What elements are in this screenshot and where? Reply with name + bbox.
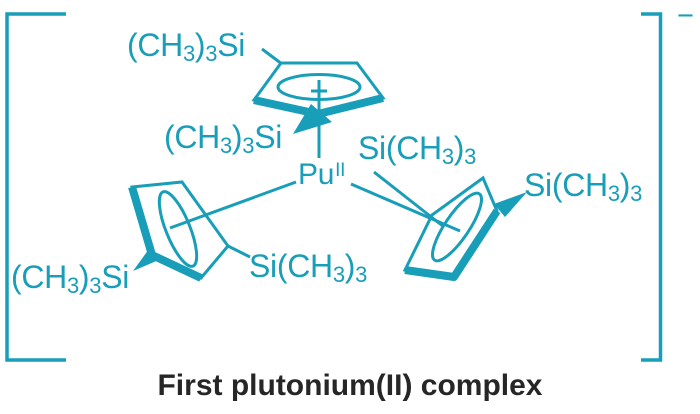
bracket-left: [5, 12, 66, 362]
metal-center-label: PuII: [298, 160, 345, 190]
cp-ring-top: [251, 47, 386, 158]
label-text: (CH: [127, 27, 183, 63]
substituent-label-top-left: (CH3)3Si: [127, 27, 246, 65]
label-subscript: 3: [66, 273, 79, 299]
bracket-right: [641, 12, 663, 362]
metal-symbol: Pu: [298, 158, 335, 191]
label-subscript: 3: [464, 144, 477, 170]
cp-ring-left: [128, 180, 297, 282]
ring-ellipse: [431, 191, 483, 263]
label-text: ): [194, 27, 206, 63]
label-subscript: 3: [242, 133, 255, 159]
label-text: ): [619, 167, 631, 203]
label-subscript: 3: [441, 144, 454, 170]
label-text: ): [78, 259, 90, 295]
ring-bold-edge: [404, 208, 501, 281]
label-subscript: 3: [607, 181, 620, 207]
cp-ring-right: [350, 170, 527, 281]
substituent-label-center-right: Si(CH3)3: [358, 130, 476, 168]
label-text: Si(CH: [358, 130, 442, 166]
substituent-label-bottom-left: (CH3)3Si: [11, 259, 130, 297]
oxidation-state: II: [335, 160, 346, 182]
label-subscript: 3: [182, 41, 195, 67]
label-subscript: 3: [630, 181, 643, 207]
bond-si-bottom-mid: [227, 244, 251, 259]
label-subscript: 3: [219, 133, 232, 159]
ring-ellipse: [157, 190, 199, 268]
bond-to-pu: [169, 180, 297, 230]
label-text: (CH: [11, 259, 67, 295]
charge-minus: −: [677, 0, 694, 32]
label-text: Si: [101, 259, 130, 295]
label-subscript: 3: [205, 41, 218, 67]
figure-caption: First plutonium(II) complex: [157, 369, 543, 402]
bond-si-top-left: [261, 47, 283, 66]
label-subscript: 3: [355, 262, 368, 288]
label-text: (CH: [164, 119, 220, 155]
substituent-label-bottom-mid: Si(CH3)3: [249, 248, 367, 286]
bond-si-center: [373, 170, 445, 229]
substituent-label-mid-left: (CH3)3Si: [164, 119, 283, 157]
substituent-label-far-right: Si(CH3)3: [524, 167, 642, 205]
label-text: ): [231, 119, 243, 155]
wedge-bond-si: [494, 192, 527, 217]
bond-to-pu: [350, 182, 461, 233]
label-subscript: 3: [332, 262, 345, 288]
label-text: ): [344, 248, 356, 284]
label-text: Si: [217, 27, 246, 63]
label-text: Si(CH: [249, 248, 333, 284]
wedge-bond-si: [293, 104, 332, 134]
label-subscript: 3: [89, 273, 102, 299]
label-text: Si: [254, 119, 283, 155]
label-text: ): [453, 130, 465, 166]
label-text: Si(CH: [524, 167, 608, 203]
wedge-bond-si: [133, 249, 161, 271]
